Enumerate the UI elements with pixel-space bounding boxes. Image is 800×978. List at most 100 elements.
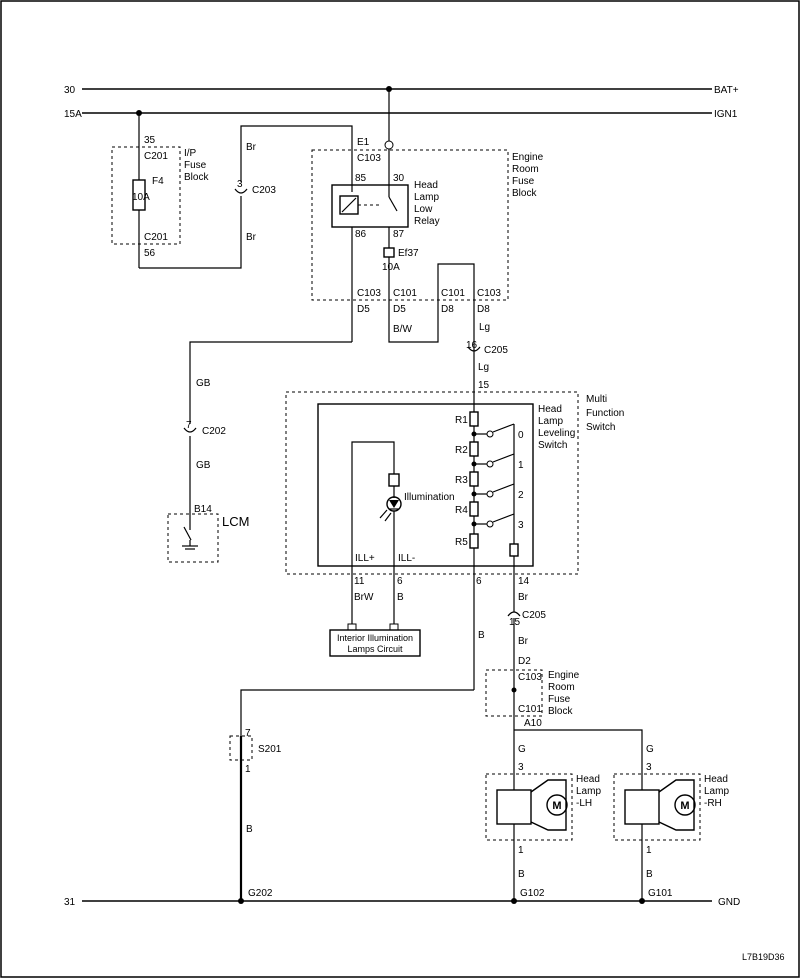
head-lamp-lh-outline xyxy=(485,773,573,841)
engine-fuse-block-2-outline xyxy=(485,669,543,717)
pin-label: ILL+ xyxy=(355,553,375,564)
switch-blade-icon xyxy=(492,453,515,463)
pin-label: 3 xyxy=(646,762,652,773)
rail-ign-left-label: 15A xyxy=(64,109,82,120)
resistor-r2-icon xyxy=(469,441,479,457)
connector-label: C205 xyxy=(484,345,508,356)
connector-label: C103 xyxy=(357,288,381,299)
resistor-r4-icon xyxy=(469,501,479,517)
rail-bat-right-label: BAT+ xyxy=(714,85,739,96)
relay-coil-icon xyxy=(341,197,357,213)
head-lamp-lh-title: -LH xyxy=(576,798,592,809)
junction-dot xyxy=(639,898,645,904)
motor-lh-icon xyxy=(546,794,568,816)
wire-color-label: G xyxy=(646,744,654,755)
resistor-r5-icon xyxy=(469,533,479,549)
pin-label: D5 xyxy=(357,304,370,315)
rail-bat-left-label: 30 xyxy=(64,85,76,96)
interior-illumination-box xyxy=(329,629,421,657)
connector-label: C202 xyxy=(202,426,226,437)
resistor-label: R3 xyxy=(455,475,468,486)
ground-label: G101 xyxy=(648,888,673,899)
switch-contact-icon xyxy=(486,460,494,468)
connector-c202-icon xyxy=(183,427,197,433)
switch-position-label: 2 xyxy=(518,490,524,501)
resistor-r3-icon xyxy=(469,471,479,487)
wire-color-label: GB xyxy=(196,460,211,471)
connector-label: C201 xyxy=(144,151,168,162)
wire xyxy=(189,341,352,424)
engine-fuse-block-2-title: Block xyxy=(548,706,573,717)
pin-label: A10 xyxy=(524,718,542,729)
wire-color-label: B xyxy=(518,869,525,880)
pin-label: 86 xyxy=(355,229,367,240)
connector-label: C203 xyxy=(252,185,276,196)
lcm-module-outline xyxy=(167,513,219,563)
engine-fuse-block-title: Engine xyxy=(512,152,544,163)
multi-function-switch-title: Switch xyxy=(586,422,615,433)
fuse-rating: 10A xyxy=(382,262,400,273)
wire xyxy=(351,441,395,628)
interior-illumination-label: Interior Illumination xyxy=(337,633,413,643)
wire-color-label: BrW xyxy=(354,592,374,603)
head-lamp-lh-box xyxy=(496,789,532,825)
engine-fuse-block-title: Room xyxy=(512,164,539,175)
relay-switch-icon xyxy=(388,196,398,212)
connector-label: C201 xyxy=(144,232,168,243)
wire-color-label: Br xyxy=(518,636,529,647)
drawing-code: L7B19D36 xyxy=(742,952,785,962)
leveling-switch-title: Lamp xyxy=(538,416,563,427)
pin-label: D5 xyxy=(393,304,406,315)
switch-blade-icon xyxy=(492,513,515,523)
motor-lh-label: M xyxy=(552,800,561,812)
wire xyxy=(139,196,242,269)
wire xyxy=(240,125,353,182)
pin-label: 1 xyxy=(646,845,652,856)
multi-function-switch-title: Multi xyxy=(586,394,607,405)
pin-label: 7 xyxy=(186,420,192,431)
engine-fuse-block-2-title: Fuse xyxy=(548,694,571,705)
connector-label: C101 xyxy=(518,704,542,715)
pin-label: D8 xyxy=(441,304,454,315)
motor-rh-label: M xyxy=(680,800,689,812)
illumination-label: Illumination xyxy=(404,492,455,503)
fuse-rating: 10A xyxy=(132,192,150,203)
switch-position-label: 1 xyxy=(518,460,524,471)
rail-gnd-left-label: 31 xyxy=(64,897,76,908)
connector-pin-icon xyxy=(347,623,357,631)
lcm-module-label: LCM xyxy=(222,514,249,529)
switch-blade-icon xyxy=(492,483,515,493)
resistor-label: R2 xyxy=(455,445,468,456)
interior-illumination-label: Lamps Circuit xyxy=(347,644,403,654)
pin-label: D2 xyxy=(518,656,531,667)
leveling-switch-box xyxy=(317,403,534,567)
wire-color-label: Br xyxy=(246,232,257,243)
switch-blade-icon xyxy=(492,423,515,433)
illumination-resistor-icon xyxy=(388,473,400,487)
engine-fuse-block-outline xyxy=(311,149,509,301)
junction-dot xyxy=(511,898,517,904)
connector-c205-icon xyxy=(507,611,521,617)
relay-box xyxy=(331,184,409,228)
resistor-label: R4 xyxy=(455,505,468,516)
pin-label: D8 xyxy=(477,304,490,315)
relay-title: Head xyxy=(414,180,438,191)
wire-color-label: B xyxy=(646,869,653,880)
engine-fuse-block-title: Block xyxy=(512,188,537,199)
resistor-r1-icon xyxy=(469,411,479,427)
head-lamp-rh-box xyxy=(624,789,660,825)
pin-label: 6 xyxy=(397,576,403,587)
light-ray-icon xyxy=(384,512,392,522)
engine-fuse-block-title: Fuse xyxy=(512,176,535,187)
pin-label: 85 xyxy=(355,173,367,184)
connector-c203-icon xyxy=(234,188,248,194)
wire-color-label: G xyxy=(518,744,526,755)
junction-dot xyxy=(238,898,244,904)
connector-pin-icon xyxy=(384,140,394,150)
switch-position-label: 0 xyxy=(518,430,524,441)
ip-fuse-block-outline xyxy=(111,146,181,245)
pin-label: 1 xyxy=(245,764,251,775)
wire-color-label: GB xyxy=(196,378,211,389)
